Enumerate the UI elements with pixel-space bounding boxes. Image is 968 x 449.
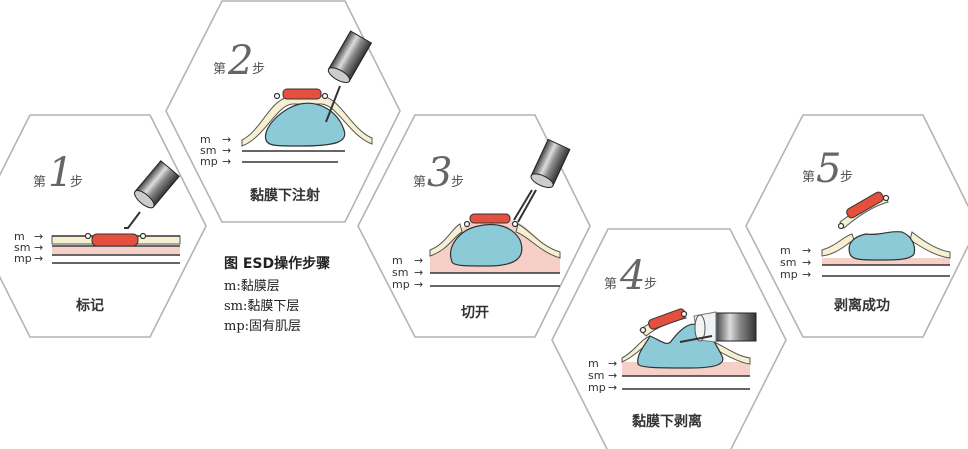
step-4-hexagon: 第 4 步 m sm mp → → → 黏膜下剥 (551, 228, 787, 449)
step-3-number: 3 (427, 150, 452, 196)
legend-item-m: m:黏膜层 (224, 278, 280, 294)
layer-labels-5: m sm mp → → → (780, 244, 811, 281)
svg-text:m: m (392, 254, 403, 267)
step-2-suffix: 步 (252, 62, 265, 77)
cap-endoscope-icon (679, 311, 757, 343)
step-2-hexagon: 第 2 步 m sm mp → → → 黏膜下注射 (165, 0, 401, 223)
tissue-layers-1 (51, 232, 181, 264)
svg-text:→: → (222, 144, 231, 157)
step-3-suffix: 步 (451, 175, 464, 190)
svg-text:→: → (414, 254, 423, 267)
step-1-prefix: 第 (33, 175, 46, 190)
svg-text:→: → (34, 230, 43, 243)
svg-text:m: m (588, 357, 599, 370)
tissue-layers-3 (429, 213, 561, 287)
step-5-hexagon: 第 5 步 m sm mp → → → 剥离成功 (745, 114, 968, 338)
knife-icon (513, 138, 571, 223)
svg-text:sm: sm (392, 266, 408, 279)
resected-specimen-icon (837, 191, 890, 230)
svg-text:mp: mp (200, 155, 218, 168)
svg-text:→: → (34, 252, 43, 265)
step-2-caption: 黏膜下注射 (250, 187, 320, 204)
svg-text:→: → (414, 266, 423, 279)
step-3-prefix: 第 (413, 175, 426, 190)
svg-text:→: → (608, 369, 617, 382)
step-5-number: 5 (816, 146, 841, 192)
endoscope-icon (124, 160, 180, 229)
svg-text:m: m (200, 133, 211, 146)
step-4-suffix: 步 (644, 277, 657, 292)
legend-item-mp: mp:固有肌层 (224, 319, 301, 334)
svg-text:sm: sm (14, 241, 30, 254)
step-3-hexagon: 第 3 步 m sm mp → → → (357, 114, 591, 338)
injection-needle-icon (325, 30, 373, 123)
svg-text:m: m (780, 244, 791, 257)
svg-text:→: → (34, 241, 43, 254)
layer-labels-1: m sm mp → → → (14, 230, 43, 265)
step-2-number: 2 (227, 38, 253, 84)
step-2-prefix: 第 (213, 62, 226, 77)
tissue-layers-4 (621, 308, 751, 390)
legend-item-sm: sm:黏膜下层 (224, 298, 299, 314)
svg-text:sm: sm (780, 256, 796, 269)
layer-labels-3: m sm mp → → → (392, 254, 423, 291)
step-1-hexagon: 第 1 步 m sm mp → → → (0, 114, 207, 338)
svg-text:→: → (414, 278, 423, 291)
svg-text:→: → (222, 155, 231, 168)
svg-text:→: → (802, 244, 811, 257)
layer-labels-4: m sm mp → → → (588, 357, 617, 394)
svg-text:m: m (14, 230, 25, 243)
svg-text:sm: sm (200, 144, 216, 157)
step-5-suffix: 步 (840, 170, 853, 185)
svg-text:→: → (608, 357, 617, 370)
step-5-prefix: 第 (802, 170, 815, 185)
step-4-number: 4 (619, 253, 645, 299)
tissue-layers-2 (241, 88, 373, 163)
step-1-caption: 标记 (75, 297, 104, 314)
svg-text:→: → (608, 381, 617, 394)
svg-text:→: → (802, 268, 811, 281)
step-4-caption: 黏膜下剥离 (632, 413, 702, 430)
svg-text:mp: mp (588, 381, 606, 394)
step-5-caption: 剥离成功 (834, 297, 890, 314)
svg-text:mp: mp (780, 268, 798, 281)
tissue-layers-5 (821, 230, 951, 277)
svg-text:→: → (802, 256, 811, 269)
svg-text:sm: sm (588, 369, 604, 382)
legend: 图 ESD操作步骤 m:黏膜层 sm:黏膜下层 mp:固有肌层 (224, 255, 330, 334)
step-1-suffix: 步 (70, 175, 83, 190)
svg-text:mp: mp (392, 278, 410, 291)
layer-labels-2: m sm mp → → → (200, 133, 231, 168)
step-3-caption: 切开 (461, 305, 489, 321)
step-1-number: 1 (48, 150, 73, 196)
legend-title: 图 ESD操作步骤 (224, 255, 330, 272)
step-4-prefix: 第 (604, 277, 617, 292)
svg-text:→: → (222, 133, 231, 146)
svg-text:mp: mp (14, 252, 32, 265)
